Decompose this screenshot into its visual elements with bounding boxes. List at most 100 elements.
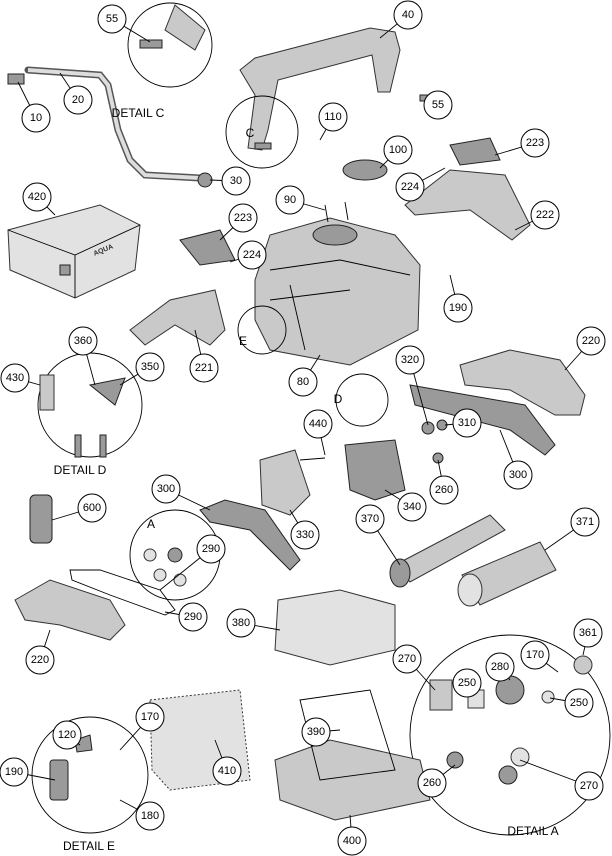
callout-number: 361: [579, 627, 597, 639]
callout-circle: [485, 652, 515, 682]
callout-number: 360: [74, 335, 92, 347]
callout-number: 190: [449, 302, 467, 314]
side-frame-220-part: [459, 349, 586, 416]
callout-270: 270: [392, 644, 422, 674]
callout-number: 221: [195, 362, 213, 374]
callout-circle: [452, 408, 482, 438]
callout-circle: [395, 172, 425, 202]
callout-number: 380: [232, 617, 250, 629]
callout-number: 190: [5, 766, 23, 778]
callout-120: 120: [52, 720, 82, 750]
detail-c-circle: [127, 2, 213, 88]
callout-300: 300: [503, 460, 533, 490]
callout-number: 30: [230, 175, 242, 187]
callout-circle: [25, 645, 55, 675]
drive-motor-part: [259, 449, 311, 516]
callout-number: 300: [157, 483, 175, 495]
callout-circle: [226, 608, 256, 638]
callout-number: 224: [401, 181, 419, 193]
callout-circle: [452, 668, 482, 698]
handle-40-part: [239, 27, 401, 151]
callout-220: 220: [576, 326, 606, 356]
callout-number: 440: [309, 418, 327, 430]
callout-80: 80: [288, 367, 318, 397]
top-cap-part: [342, 159, 388, 181]
callout-circle: [395, 345, 425, 375]
callout-223: 223: [520, 128, 550, 158]
callout-90: 90: [275, 185, 305, 215]
callout-circle: [530, 200, 560, 230]
callout-600: 600: [77, 493, 107, 523]
callout-number: 430: [6, 372, 24, 384]
callout-420: 420: [22, 182, 52, 212]
callout-224: 224: [395, 172, 425, 202]
callout-circle: [21, 103, 51, 133]
callout-170: 170: [135, 702, 165, 732]
callout-221: 221: [189, 353, 219, 383]
callout-circle: [520, 128, 550, 158]
callout-number: 260: [423, 777, 441, 789]
callout-circle: [443, 293, 473, 323]
callout-400: 400: [337, 826, 367, 856]
detail-c-letter: C: [246, 126, 255, 140]
callout-290: 290: [178, 602, 208, 632]
callout-440: 440: [303, 409, 333, 439]
callout-circle: [573, 618, 603, 648]
callout-number: 350: [141, 361, 159, 373]
callout-110: 110: [318, 102, 348, 132]
callout-circle: [212, 756, 242, 786]
callout-310: 310: [452, 408, 482, 438]
callout-circle: [564, 688, 594, 718]
callout-250: 250: [564, 688, 594, 718]
callout-circle: [383, 135, 413, 165]
callout-number: 10: [30, 112, 42, 124]
callout-number: 371: [576, 516, 594, 528]
bracket-223-part: [449, 137, 501, 166]
callout-number: 224: [243, 249, 261, 261]
callout-number: 280: [491, 661, 509, 673]
detail-e-label: DETAIL E: [63, 839, 115, 853]
callout-circle: [77, 493, 107, 523]
callout-224: 224: [237, 240, 267, 270]
callout-circle: [275, 185, 305, 215]
callout-circle: [135, 352, 165, 382]
callout-340: 340: [397, 492, 427, 522]
callout-circle: [570, 507, 600, 537]
power-supply-part: [7, 204, 141, 299]
callout-circle: [288, 367, 318, 397]
callout-290: 290: [196, 534, 226, 564]
callout-number: 410: [218, 765, 236, 777]
callout-circle: [97, 4, 127, 34]
callout-number: 100: [389, 144, 407, 156]
side-cover-222-part: [404, 169, 531, 241]
callout-circle: [135, 702, 165, 732]
callout-190: 190: [443, 293, 473, 323]
callout-circle: [221, 166, 251, 196]
callout-circle: [301, 717, 331, 747]
callout-number: 20: [72, 94, 84, 106]
callout-circle: [63, 85, 93, 115]
callout-number: 55: [432, 99, 444, 111]
callout-number: 340: [403, 501, 421, 513]
callout-number: 270: [580, 780, 598, 792]
callout-circle: [397, 492, 427, 522]
end-cap-part: [7, 73, 25, 85]
track-300-left-part: [199, 499, 301, 571]
float-600-part: [29, 494, 53, 544]
callout-380: 380: [226, 608, 256, 638]
callout-223: 223: [228, 203, 258, 233]
callout-number: 110: [324, 111, 342, 123]
detail-e-letter: E: [239, 334, 247, 348]
callout-number: 320: [401, 354, 419, 366]
callout-55: 55: [97, 4, 127, 34]
callout-circle: [68, 326, 98, 356]
callout-number: 400: [343, 835, 361, 847]
callout-circle: [503, 460, 533, 490]
callout-number: 420: [28, 191, 46, 203]
callout-260: 260: [429, 475, 459, 505]
callout-circle: [0, 757, 29, 787]
track-300-right-part: [409, 384, 556, 456]
callout-number: 370: [361, 513, 379, 525]
